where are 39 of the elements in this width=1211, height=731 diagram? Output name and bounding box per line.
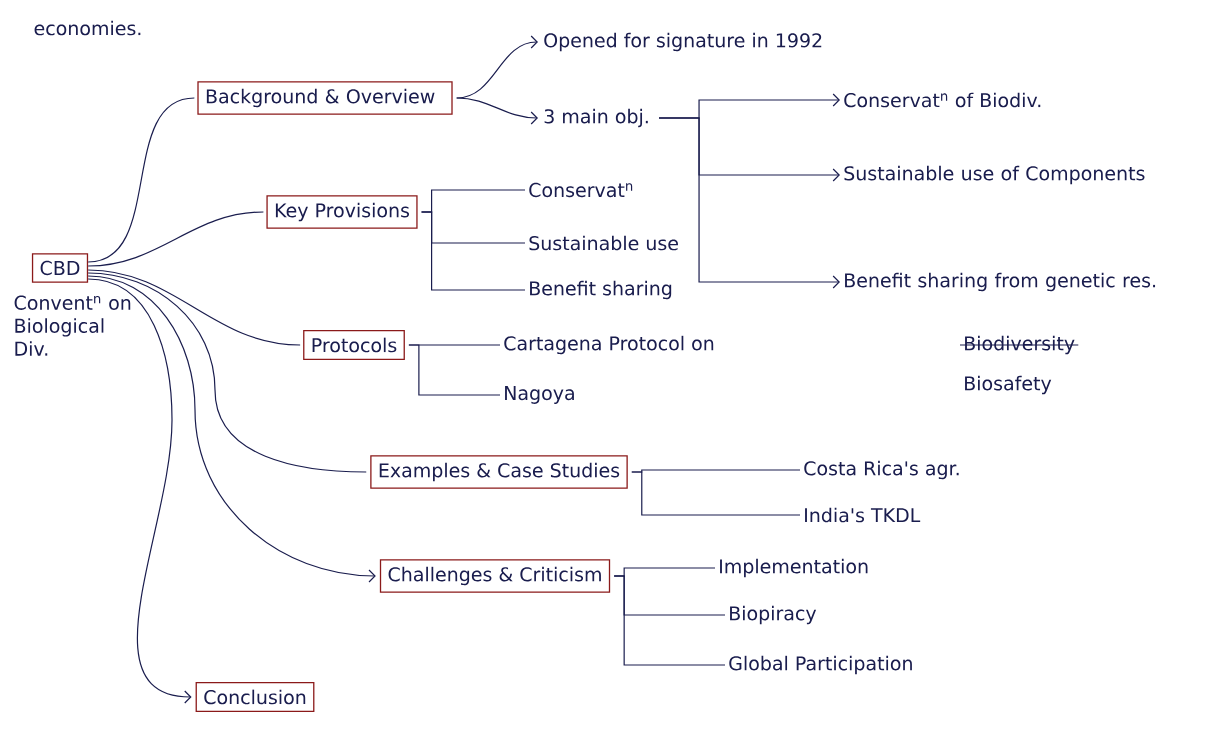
topic-box: Key Provisions: [266, 195, 418, 229]
branch-text: Costa Rica's agr.: [804, 460, 959, 480]
branch-text: Global Participation: [729, 655, 912, 675]
topic-box: Examples & Case Studies: [370, 455, 628, 489]
connector: [421, 211, 526, 291]
topic-box: CBD: [31, 253, 89, 283]
branch-text: Biosafety: [965, 375, 1052, 395]
topic-box: Background & Overview: [197, 81, 453, 115]
branch-text: Sustainable use: [529, 235, 678, 251]
connector: [613, 575, 726, 666]
connector: [87, 275, 376, 583]
branch-text: Conservat$^{n}$: [529, 182, 633, 198]
topic-box: Conclusion: [195, 682, 315, 712]
connector: [456, 35, 538, 99]
connector: [87, 269, 301, 346]
connector: [87, 272, 367, 473]
branch-text: Conservat$^{n}$ of Biodiv.: [844, 92, 1041, 108]
connector: [87, 211, 264, 267]
connector: [456, 97, 538, 125]
branch-text: Sustainable use of Components: [844, 165, 1145, 185]
struck-text: Biodiversity: [959, 335, 1079, 355]
branch-text: Cartagena Protocol on: [504, 335, 714, 355]
topic-box: Protocols: [303, 330, 405, 360]
branch-text: Implementation: [720, 558, 868, 578]
branch-text: Nagoya: [505, 386, 574, 404]
connector: [87, 278, 192, 704]
topic-box: Challenges & Criticism: [379, 559, 611, 593]
branch-text: Opened for signature in 1992: [544, 32, 822, 52]
connector: [87, 97, 195, 263]
branch-text: Benefit sharing: [530, 280, 672, 300]
connector: [408, 344, 501, 396]
connector: [631, 471, 801, 516]
note-text: Convent$^{n}$ on Biological Div.: [14, 295, 131, 356]
branch-text: Biopiracy: [730, 605, 817, 625]
branch-text: Benefit sharing from genetic res.: [845, 272, 1156, 292]
note-text: economies.: [34, 20, 141, 36]
branch-text: India's TKDL: [805, 507, 921, 523]
branch-text: 3 main obj.: [544, 108, 648, 128]
connector: [658, 117, 840, 289]
